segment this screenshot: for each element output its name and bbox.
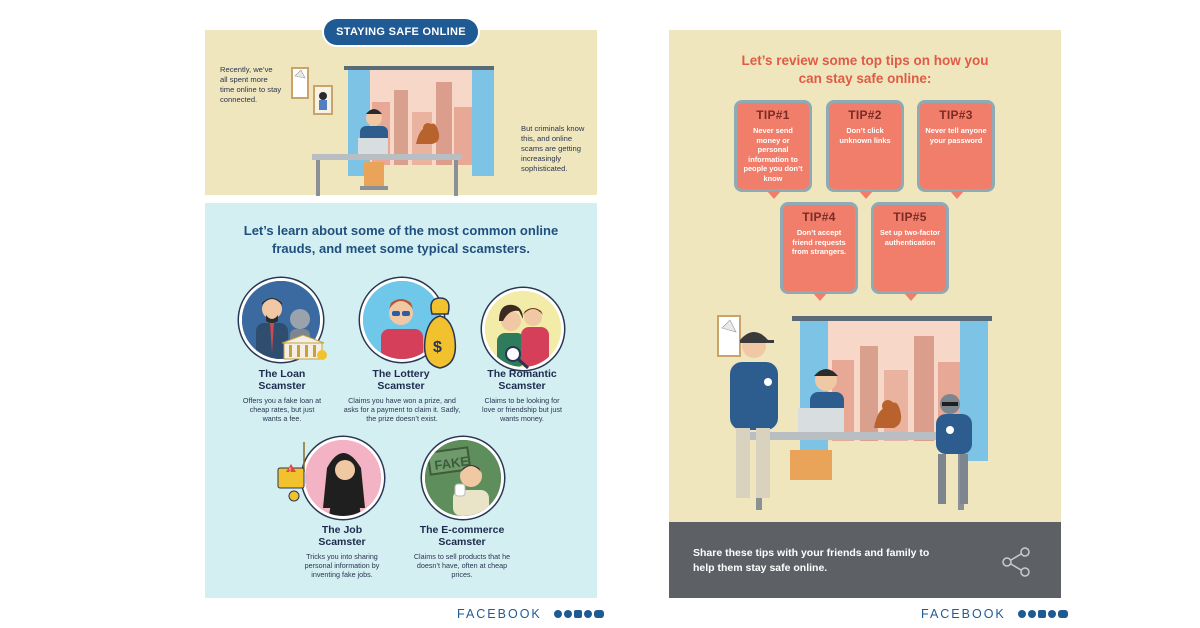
oculus-icon bbox=[594, 610, 605, 618]
tip-tail bbox=[859, 191, 873, 199]
facebook-brand-left: FACEBOOK bbox=[457, 605, 605, 623]
magnifier-icon bbox=[505, 346, 530, 370]
money-bag-icon: $ bbox=[423, 297, 457, 369]
app-icons bbox=[1016, 605, 1069, 622]
tip-card-1: TIP#1 Never send money or personal infor… bbox=[734, 100, 812, 192]
scamsters-section bbox=[205, 203, 597, 598]
tip-number: TIP#2 bbox=[848, 108, 882, 122]
page-title: STAYING SAFE ONLINE bbox=[324, 19, 478, 45]
ecommerce-scamster-title: The E-commerce Scamster bbox=[419, 524, 505, 548]
fishing-hook-icon: ! bbox=[277, 442, 305, 502]
ecommerce-scamster-desc: Claims to sell products that he doesn’t … bbox=[413, 552, 511, 579]
tip-tail bbox=[950, 191, 964, 199]
tip-number: TIP#4 bbox=[802, 210, 836, 224]
tip-text: Never send money or personal information… bbox=[743, 126, 803, 183]
bank-icon bbox=[281, 334, 327, 360]
whatsapp-icon bbox=[584, 610, 593, 618]
tip-text: Don’t click unknown links bbox=[839, 126, 891, 145]
svg-text:!: ! bbox=[289, 468, 291, 474]
tip-number: TIP#1 bbox=[756, 108, 790, 122]
tip-card-3: TIP#3 Never tell anyone your password bbox=[917, 100, 995, 192]
tip-tail bbox=[904, 293, 918, 301]
tip-card-4: TIP#4 Don’t accept friend requests from … bbox=[780, 202, 858, 294]
loan-scamster-desc: Offers you a fake loan at cheap rates, b… bbox=[242, 396, 322, 423]
tip-card-5: TIP#5 Set up two-factor authentication bbox=[871, 202, 949, 294]
brand-wordmark: FACEBOOK bbox=[457, 607, 542, 621]
footer-text: Share these tips with your friends and f… bbox=[693, 547, 930, 574]
oculus-icon bbox=[1058, 610, 1069, 618]
app-icons bbox=[552, 605, 605, 622]
facebook-icon bbox=[554, 610, 563, 618]
job-scamster-title: The Job Scamster bbox=[318, 524, 366, 548]
intro-text-right: But criminals know this, and online scam… bbox=[521, 124, 585, 173]
romantic-scamster-title: The Romantic Scamster bbox=[487, 368, 557, 392]
tips-footer bbox=[669, 522, 1061, 598]
lottery-scamster-title: The Lottery Scamster bbox=[372, 368, 430, 392]
tip-text: Don’t accept friend requests from strang… bbox=[791, 228, 847, 256]
tip-tail bbox=[767, 191, 781, 199]
job-scamster-avatar bbox=[302, 437, 384, 519]
romantic-scamster-desc: Claims to be looking for love or friends… bbox=[482, 396, 562, 423]
job-scamster-desc: Tricks you into sharing personal informa… bbox=[304, 552, 380, 579]
facebook-brand-right: FACEBOOK bbox=[921, 605, 1069, 623]
tip-card-2: TIP#2 Don’t click unknown links bbox=[826, 100, 904, 192]
scamsters-heading: Let’s learn about some of the most commo… bbox=[243, 223, 559, 256]
ecommerce-scamster-avatar: FAKE bbox=[422, 437, 504, 519]
facebook-icon bbox=[1018, 610, 1027, 618]
tip-text: Set up two-factor authentication bbox=[879, 228, 941, 247]
tip-tail bbox=[813, 293, 827, 301]
messenger-icon bbox=[1028, 610, 1037, 618]
instagram-icon bbox=[574, 610, 583, 618]
brand-wordmark: FACEBOOK bbox=[921, 607, 1006, 621]
svg-text:$: $ bbox=[433, 339, 442, 356]
tip-text: Never tell anyone your password bbox=[925, 126, 987, 145]
safe-office-illustration bbox=[717, 315, 992, 510]
loan-scamster-title: The Loan Scamster bbox=[258, 368, 306, 392]
fake-stamp-text: FAKE bbox=[433, 453, 470, 473]
intro-text-left: Recently, we’ve all spent more time onli… bbox=[220, 65, 282, 104]
instagram-icon bbox=[1038, 610, 1047, 618]
tip-number: TIP#5 bbox=[893, 210, 927, 224]
tip-number: TIP#3 bbox=[939, 108, 973, 122]
lottery-scamster-desc: Claims you have won a prize, and asks fo… bbox=[343, 396, 461, 423]
share-icon[interactable] bbox=[1001, 547, 1031, 577]
tips-heading: Let’s review some top tips on how you ca… bbox=[741, 53, 989, 86]
whatsapp-icon bbox=[1048, 610, 1057, 618]
office-scene-illustration bbox=[291, 66, 494, 196]
romantic-scamster-avatar bbox=[482, 288, 564, 370]
messenger-icon bbox=[564, 610, 573, 618]
